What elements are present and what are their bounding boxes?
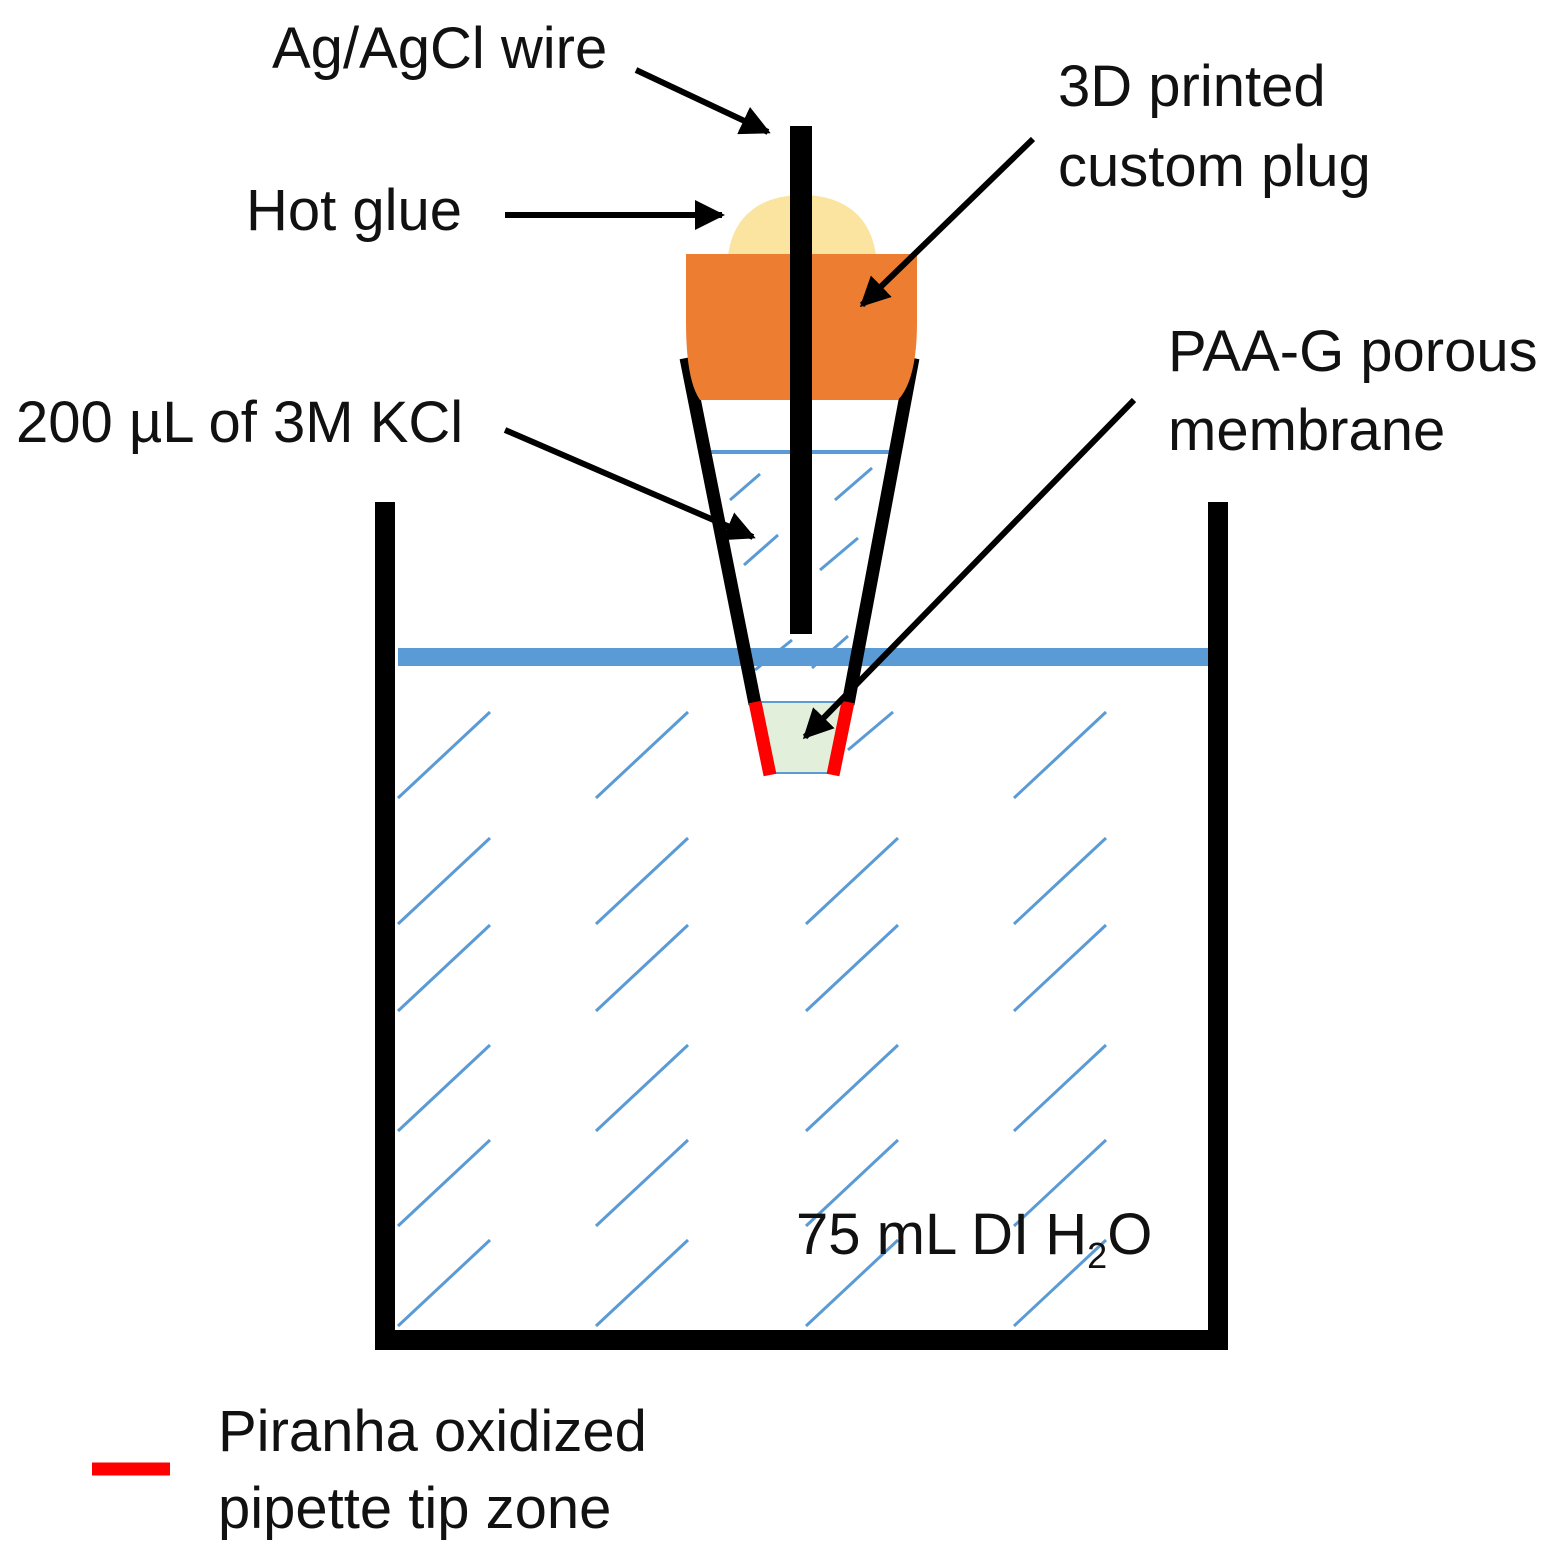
pipette-wall-left xyxy=(679,356,762,706)
arrow-plug xyxy=(859,136,1036,308)
hatch-line xyxy=(594,710,690,800)
hatch-line xyxy=(594,1238,690,1328)
label-membrane-2: membrane xyxy=(1168,398,1445,463)
hatch-line xyxy=(396,1138,492,1228)
hatch-line xyxy=(834,466,873,502)
hatch-line xyxy=(594,836,690,926)
label-membrane-1: PAA-G porous xyxy=(1168,319,1538,384)
hatch-line xyxy=(1012,836,1108,926)
hatch-line xyxy=(847,710,894,752)
hatch-line xyxy=(396,710,492,800)
pipette-wall-right xyxy=(841,356,920,706)
label-water-subscript: 2 xyxy=(1087,1235,1107,1276)
hatch-line xyxy=(396,836,492,926)
hatch-line xyxy=(396,1043,492,1133)
hatch-line xyxy=(594,1043,690,1133)
hatch-line xyxy=(804,1138,900,1228)
oxidized-zone-right xyxy=(826,700,855,777)
label-water: 75 mL DI H2O xyxy=(796,1202,1152,1276)
hatch-line xyxy=(1012,1238,1108,1328)
hatch-line xyxy=(594,1138,690,1228)
arrow-wire xyxy=(634,67,771,135)
arrow-kcl xyxy=(503,427,756,541)
hatch-line xyxy=(804,836,900,926)
hatch-line xyxy=(819,536,859,572)
oxidized-zone-left xyxy=(748,700,777,777)
arrow-membrane xyxy=(802,397,1137,740)
hatch-line xyxy=(1012,1043,1108,1133)
hatch-line xyxy=(1012,710,1108,800)
legend-label-2: pipette tip zone xyxy=(218,1476,611,1541)
hatch-line xyxy=(804,923,900,1013)
label-wire: Ag/AgCl wire xyxy=(272,16,607,81)
beaker xyxy=(375,502,1228,1350)
label-kcl: 200 µL of 3M KCl xyxy=(16,390,463,455)
legend-label-1: Piranha oxidized xyxy=(218,1399,647,1464)
label-glue: Hot glue xyxy=(246,178,462,243)
hatch-line xyxy=(396,923,492,1013)
hatch-line xyxy=(396,1238,492,1328)
label-plug-2: custom plug xyxy=(1058,134,1371,199)
label-plug-1: 3D printed xyxy=(1058,54,1326,119)
hatch-line xyxy=(804,1238,900,1328)
water-hatching xyxy=(396,710,1108,1328)
hatch-line xyxy=(729,472,761,502)
hatch-line xyxy=(1012,1138,1108,1228)
hatch-line xyxy=(804,1043,900,1133)
hatch-line xyxy=(1012,923,1108,1013)
hatch-line xyxy=(594,923,690,1013)
hatch-line xyxy=(743,533,779,567)
